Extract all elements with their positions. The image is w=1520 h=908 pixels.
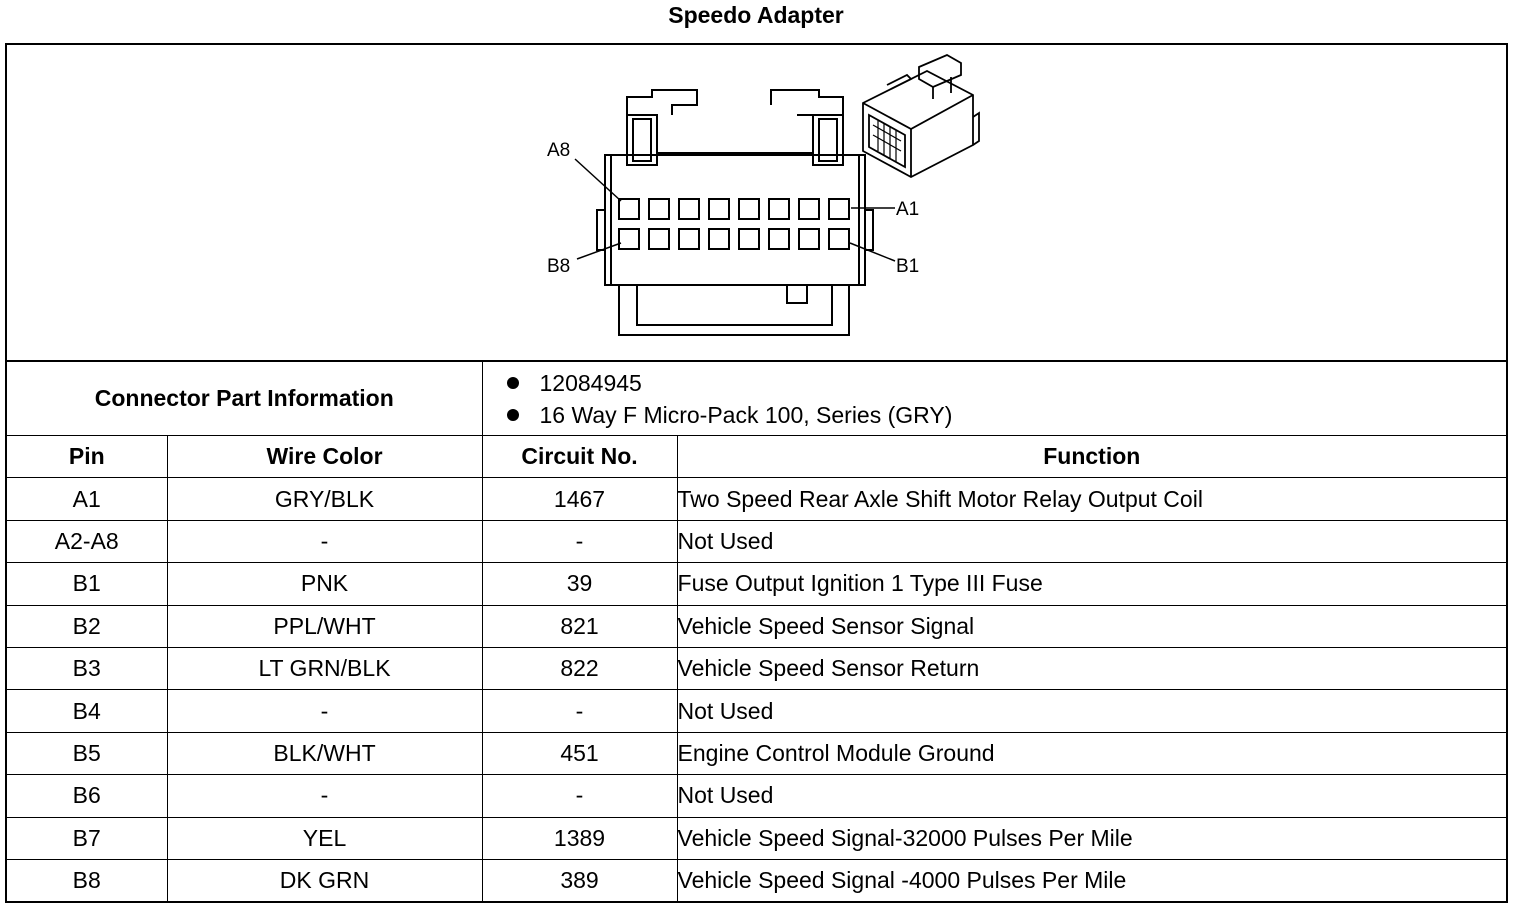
connector-iso-illustration [862, 53, 980, 179]
pin-cell: B4 [7, 689, 168, 733]
circuit-cell: - [481, 774, 678, 818]
circuit-cell: 39 [481, 562, 678, 606]
table-row: A1 GRY/BLK 1467 Two Speed Rear Axle Shif… [7, 477, 1507, 521]
pin-label-b1: B1 [896, 256, 919, 277]
function-cell: Two Speed Rear Axle Shift Motor Relay Ou… [676, 477, 1507, 521]
header-pin: Pin [7, 434, 168, 479]
wire-color-cell: LT GRN/BLK [166, 646, 483, 691]
left-shoulder [626, 114, 658, 166]
part-info-label: Connector Part Information [7, 362, 483, 436]
right-latch-tab [770, 89, 844, 116]
function-cell: Vehicle Speed Signal-32000 Pulses Per Mi… [676, 816, 1507, 860]
function-cell: Not Used [676, 774, 1507, 818]
leader-b8 [576, 242, 622, 260]
table-row: B7 YEL 1389 Vehicle Speed Signal-32000 P… [7, 816, 1507, 860]
pin-label-a8: A8 [547, 140, 570, 161]
part-info-row: Connector Part Information 12084945 16 W… [7, 362, 1507, 436]
pin-cell: B3 [7, 646, 168, 691]
part-info-item: 12084945 [506, 367, 1507, 399]
pin-cell: B8 [7, 858, 168, 902]
header-circuit: Circuit No. [481, 434, 678, 479]
function-cell: Vehicle Speed Sensor Signal [676, 604, 1507, 648]
pin-label-a1: A1 [896, 199, 919, 220]
wire-color-cell: PPL/WHT [166, 604, 483, 648]
circuit-cell: 389 [481, 858, 678, 902]
connector-diagram: A8 A1 B8 B1 [7, 45, 1506, 362]
header-wire-color: Wire Color [166, 434, 483, 479]
function-cell: Vehicle Speed Sensor Return [676, 646, 1507, 691]
circuit-cell: 451 [481, 731, 678, 776]
bullet-icon [506, 376, 519, 389]
wire-color-cell: PNK [166, 562, 483, 606]
pin-cell: B1 [7, 562, 168, 606]
leader-a8 [574, 158, 622, 202]
function-cell: Not Used [676, 519, 1507, 564]
function-cell: Vehicle Speed Signal -4000 Pulses Per Mi… [676, 858, 1507, 902]
circuit-cell: 822 [481, 646, 678, 691]
wire-color-cell: - [166, 519, 483, 564]
wire-color-cell: BLK/WHT [166, 731, 483, 776]
circuit-cell: 1389 [481, 816, 678, 860]
part-description: 16 Way F Micro-Pack 100, Series (GRY) [539, 401, 953, 428]
circuit-cell: - [481, 689, 678, 733]
connector-body [604, 154, 866, 286]
bullet-icon [506, 408, 519, 421]
cavity-row-b [618, 228, 850, 250]
table-row: B4 - - Not Used [7, 689, 1507, 733]
circuit-cell: 1467 [481, 477, 678, 521]
table-row: B5 BLK/WHT 451 Engine Control Module Gro… [7, 731, 1507, 776]
table-header-row: Pin Wire Color Circuit No. Function [7, 434, 1507, 479]
pin-cell: B5 [7, 731, 168, 776]
pin-cell: B6 [7, 774, 168, 818]
right-shoulder [812, 114, 844, 166]
function-cell: Engine Control Module Ground [676, 731, 1507, 776]
pin-label-b8: B8 [547, 256, 570, 277]
pinout-table: Connector Part Information 12084945 16 W… [7, 362, 1507, 902]
wire-color-cell: YEL [166, 816, 483, 860]
part-number: 12084945 [539, 369, 642, 396]
table-row: A2-A8 - - Not Used [7, 519, 1507, 564]
connector-sheet: A8 A1 B8 B1 [5, 43, 1508, 903]
pin-cell: A2-A8 [7, 519, 168, 564]
function-cell: Fuse Output Ignition 1 Type III Fuse [676, 562, 1507, 606]
table-row: B6 - - Not Used [7, 774, 1507, 818]
wire-color-cell: GRY/BLK [166, 477, 483, 521]
table-row: B8 DK GRN 389 Vehicle Speed Signal -4000… [7, 858, 1507, 902]
part-info-item: 16 Way F Micro-Pack 100, Series (GRY) [506, 399, 1507, 431]
pin-cell: B2 [7, 604, 168, 648]
pin-cell: A1 [7, 477, 168, 521]
circuit-cell: - [481, 519, 678, 564]
page-title: Speedo Adapter [668, 2, 844, 28]
part-info-list: 12084945 16 Way F Micro-Pack 100, Series… [481, 362, 1507, 436]
header-function: Function [676, 434, 1507, 479]
table-row: B2 PPL/WHT 821 Vehicle Speed Sensor Sign… [7, 604, 1507, 648]
leader-b1 [849, 242, 896, 262]
wire-color-cell: - [166, 774, 483, 818]
circuit-cell: 821 [481, 604, 678, 648]
function-cell: Not Used [676, 689, 1507, 733]
cavity-row-a [618, 198, 850, 220]
pin-cell: B7 [7, 816, 168, 860]
table-row: B1 PNK 39 Fuse Output Ignition 1 Type II… [7, 562, 1507, 606]
connector-skirt [618, 285, 850, 336]
connector-face-drawing: A8 A1 B8 B1 [547, 53, 980, 336]
table-row: B3 LT GRN/BLK 822 Vehicle Speed Sensor R… [7, 646, 1507, 691]
wire-color-cell: DK GRN [166, 858, 483, 902]
wire-color-cell: - [166, 689, 483, 733]
left-latch-tab [626, 89, 698, 115]
